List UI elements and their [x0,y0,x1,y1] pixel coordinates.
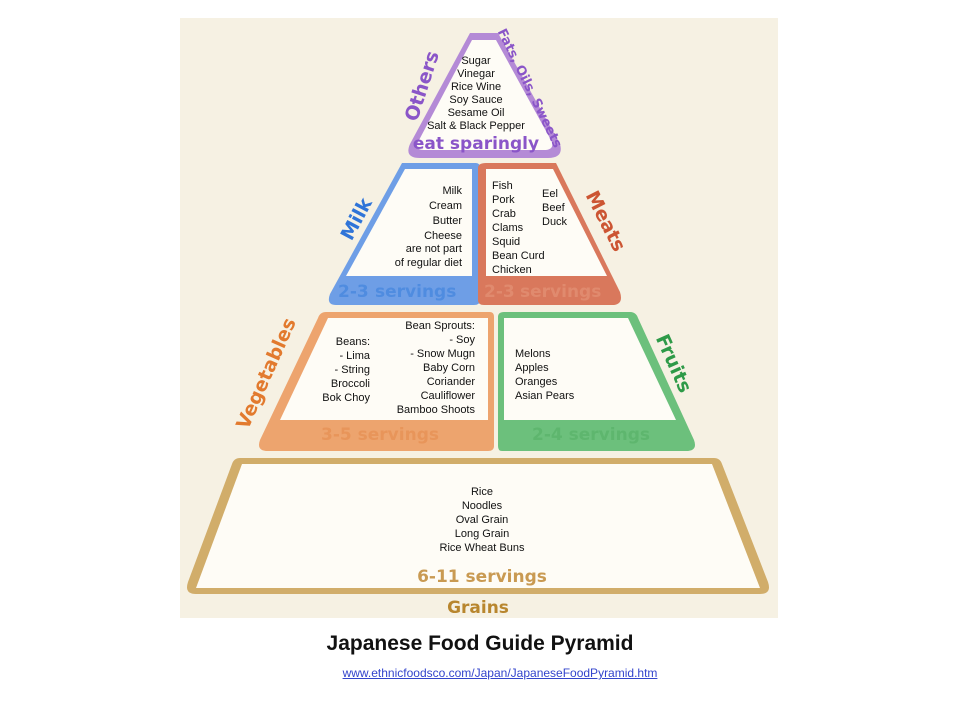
meats-servings-number: 2-3 [484,282,515,302]
vegetables-item: Baby Corn [423,362,475,374]
meats-item: Pork [492,194,515,206]
grains-item: Rice Wheat Buns [440,542,525,554]
vegetables-item: Bean Sprouts: [405,320,475,332]
grains-servings: 6-11 servings [417,567,547,587]
milk-servings-number: 2-3 [338,282,369,302]
others-item: Sugar [461,55,491,67]
milk-item: Cheese [424,230,462,242]
milk-item: are not part [406,243,462,255]
fruits-servings: 2-4 servings [532,425,650,445]
fruits-item: Apples [515,362,549,374]
meats-item: Bean Curd [492,250,545,262]
milk-item: Milk [442,185,462,197]
vegetables-servings: 3-5 servings [321,425,439,445]
vegetables-panel [280,318,488,420]
vegetables-item: - Soy [449,334,475,346]
vegetables-item: Cauliflower [421,390,476,402]
fruits-panel [504,318,676,420]
meats-servings-word: servings [520,282,601,302]
vegetables-item: Bamboo Shoots [397,404,476,416]
vegetables-item: - Lima [339,350,370,362]
vegetables-item: - Snow Mugn [410,348,475,360]
grains-label: Grains [447,598,509,618]
vegetables-item: Beans: [336,336,370,348]
milk-servings-word: servings [375,282,456,302]
meats-item: Crab [492,208,516,220]
diagram-title: Japanese Food Guide Pyramid [326,632,634,655]
meats-item: Chicken [492,264,532,276]
vegetables-item: Bok Choy [322,392,370,404]
fruits-item: Oranges [515,376,558,388]
fruits-section: Melons Apples Oranges Asian Pears 2-4 se… [498,312,696,451]
milk-item: Cream [429,200,462,212]
vegetables-item: Coriander [427,376,476,388]
meats-item: Squid [492,236,520,248]
meats-item: Eel [542,188,558,200]
grains-section: Rice Noodles Oval Grain Long Grain Rice … [187,458,769,618]
fruits-item: Melons [515,348,551,360]
others-item: Soy Sauce [449,94,502,106]
others-servings: eat sparingly [413,134,539,154]
vegetables-item: Broccoli [331,378,370,390]
grains-item: Long Grain [455,528,509,540]
meats-item: Beef [542,202,566,214]
others-item: Vinegar [457,68,495,80]
grains-item: Rice [471,486,493,498]
others-panel [416,40,553,150]
source-link[interactable]: www.ethnicfoodsco.com/Japan/JapaneseFood… [342,666,658,680]
milk-item: of regular diet [395,257,462,269]
grains-item: Oval Grain [456,514,509,526]
milk-item: Butter [433,215,463,227]
vegetables-item: - String [335,364,370,376]
fruits-item: Asian Pears [515,390,575,402]
meats-panel [486,169,607,276]
meats-item: Fish [492,180,513,192]
others-item: Rice Wine [451,81,501,93]
others-item: Salt & Black Pepper [427,120,525,132]
meats-item: Duck [542,216,568,228]
grains-item: Noodles [462,500,503,512]
grains-panel [196,464,760,588]
meats-item: Clams [492,222,524,234]
milk-panel [346,169,472,276]
others-item: Sesame Oil [448,107,505,119]
